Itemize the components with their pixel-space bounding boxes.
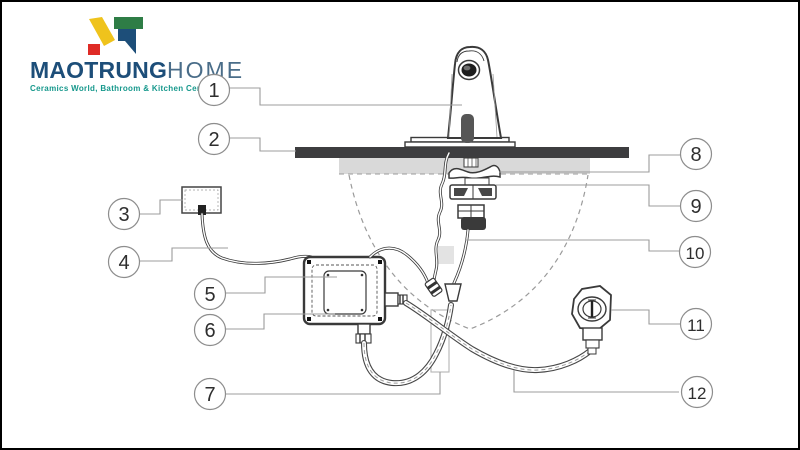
- callout-circle-8: [679, 137, 713, 171]
- callout-leader-12: [513, 370, 679, 393]
- cone-fitting: [444, 283, 462, 302]
- brand-tagline: Ceramics World, Bathroom & Kitchen Cente…: [30, 84, 214, 93]
- power-wire: [200, 212, 313, 265]
- shaded-detail: [438, 246, 454, 264]
- logo-blue-stem: [118, 29, 136, 54]
- callout-number-3: 3: [118, 204, 129, 226]
- battery-plug: [198, 205, 206, 215]
- callout-leader-11: [611, 309, 681, 325]
- logo-green-bar: [114, 17, 143, 29]
- callout-number-10: 10: [686, 244, 705, 263]
- callout-leader-2: [229, 137, 296, 152]
- sensor-window: [461, 114, 474, 143]
- sensor-cable: [432, 151, 451, 283]
- callout-number-7: 7: [204, 384, 215, 406]
- callout-number-8: 8: [690, 144, 701, 166]
- sensor-faucet: [446, 45, 503, 143]
- callout-leader-8: [499, 154, 681, 173]
- callout-number-1: 1: [208, 80, 219, 102]
- callout-circle-11: [679, 307, 713, 341]
- brand-wordmark: MAOTRUNGHOME: [30, 57, 242, 83]
- callout-circle-12: [680, 375, 714, 409]
- sensor-eye-icon: [457, 59, 481, 81]
- callout-leader-1: [229, 87, 462, 106]
- callout-circle-7: [193, 377, 227, 411]
- mounting-hardware: [448, 157, 501, 230]
- callout-leader-10: [465, 239, 680, 252]
- callout-leader-7: [225, 372, 441, 395]
- callout-circle-3: [107, 197, 141, 231]
- callout-circle-1: [197, 73, 231, 107]
- callout-circle-10: [678, 235, 712, 269]
- control-box-cable: [368, 246, 430, 285]
- logo-yellow-stroke: [89, 17, 115, 46]
- callout-leader-9: [496, 184, 681, 207]
- callout-leader-5: [225, 276, 337, 294]
- callout-number-9: 9: [690, 196, 701, 218]
- callout-number-5: 5: [204, 284, 215, 306]
- shank-hose: [444, 228, 470, 302]
- callout-circle-4: [107, 245, 141, 279]
- mounting-nut: [449, 184, 497, 200]
- angle-valve: [571, 285, 612, 355]
- brand-name-primary: MAOTRUNG: [30, 57, 168, 83]
- sink-bowl-dashed-outline: [348, 174, 589, 330]
- callout-number-11: 11: [687, 316, 705, 335]
- callout-leader-4: [139, 247, 228, 262]
- callout-number-6: 6: [204, 320, 215, 342]
- callout-number-12: 12: [688, 384, 707, 403]
- brand-logo: MAOTRUNGHOME Ceramics World, Bathroom & …: [30, 14, 242, 93]
- supply-connector: [457, 204, 486, 230]
- callout-leader-6: [225, 313, 335, 330]
- logo-red-square: [88, 44, 100, 55]
- control-box: [302, 255, 408, 344]
- callout-number-2: 2: [208, 129, 219, 151]
- callout-leader-3: [139, 199, 183, 215]
- battery-box: [181, 186, 222, 215]
- countertop: [295, 147, 629, 158]
- callout-circle-6: [193, 313, 227, 347]
- callout-circle-9: [679, 189, 713, 223]
- cable-plug-connector: [424, 277, 443, 297]
- curved-washer: [448, 164, 501, 180]
- inlet-hose: [403, 300, 593, 374]
- brand-logo-mt-icon: [88, 17, 143, 55]
- brand-name-secondary: HOME: [167, 57, 245, 83]
- callout-number-4: 4: [118, 252, 129, 274]
- callout-circle-5: [193, 277, 227, 311]
- callout-circle-2: [197, 122, 231, 156]
- control-box-side-outlet: [384, 292, 408, 307]
